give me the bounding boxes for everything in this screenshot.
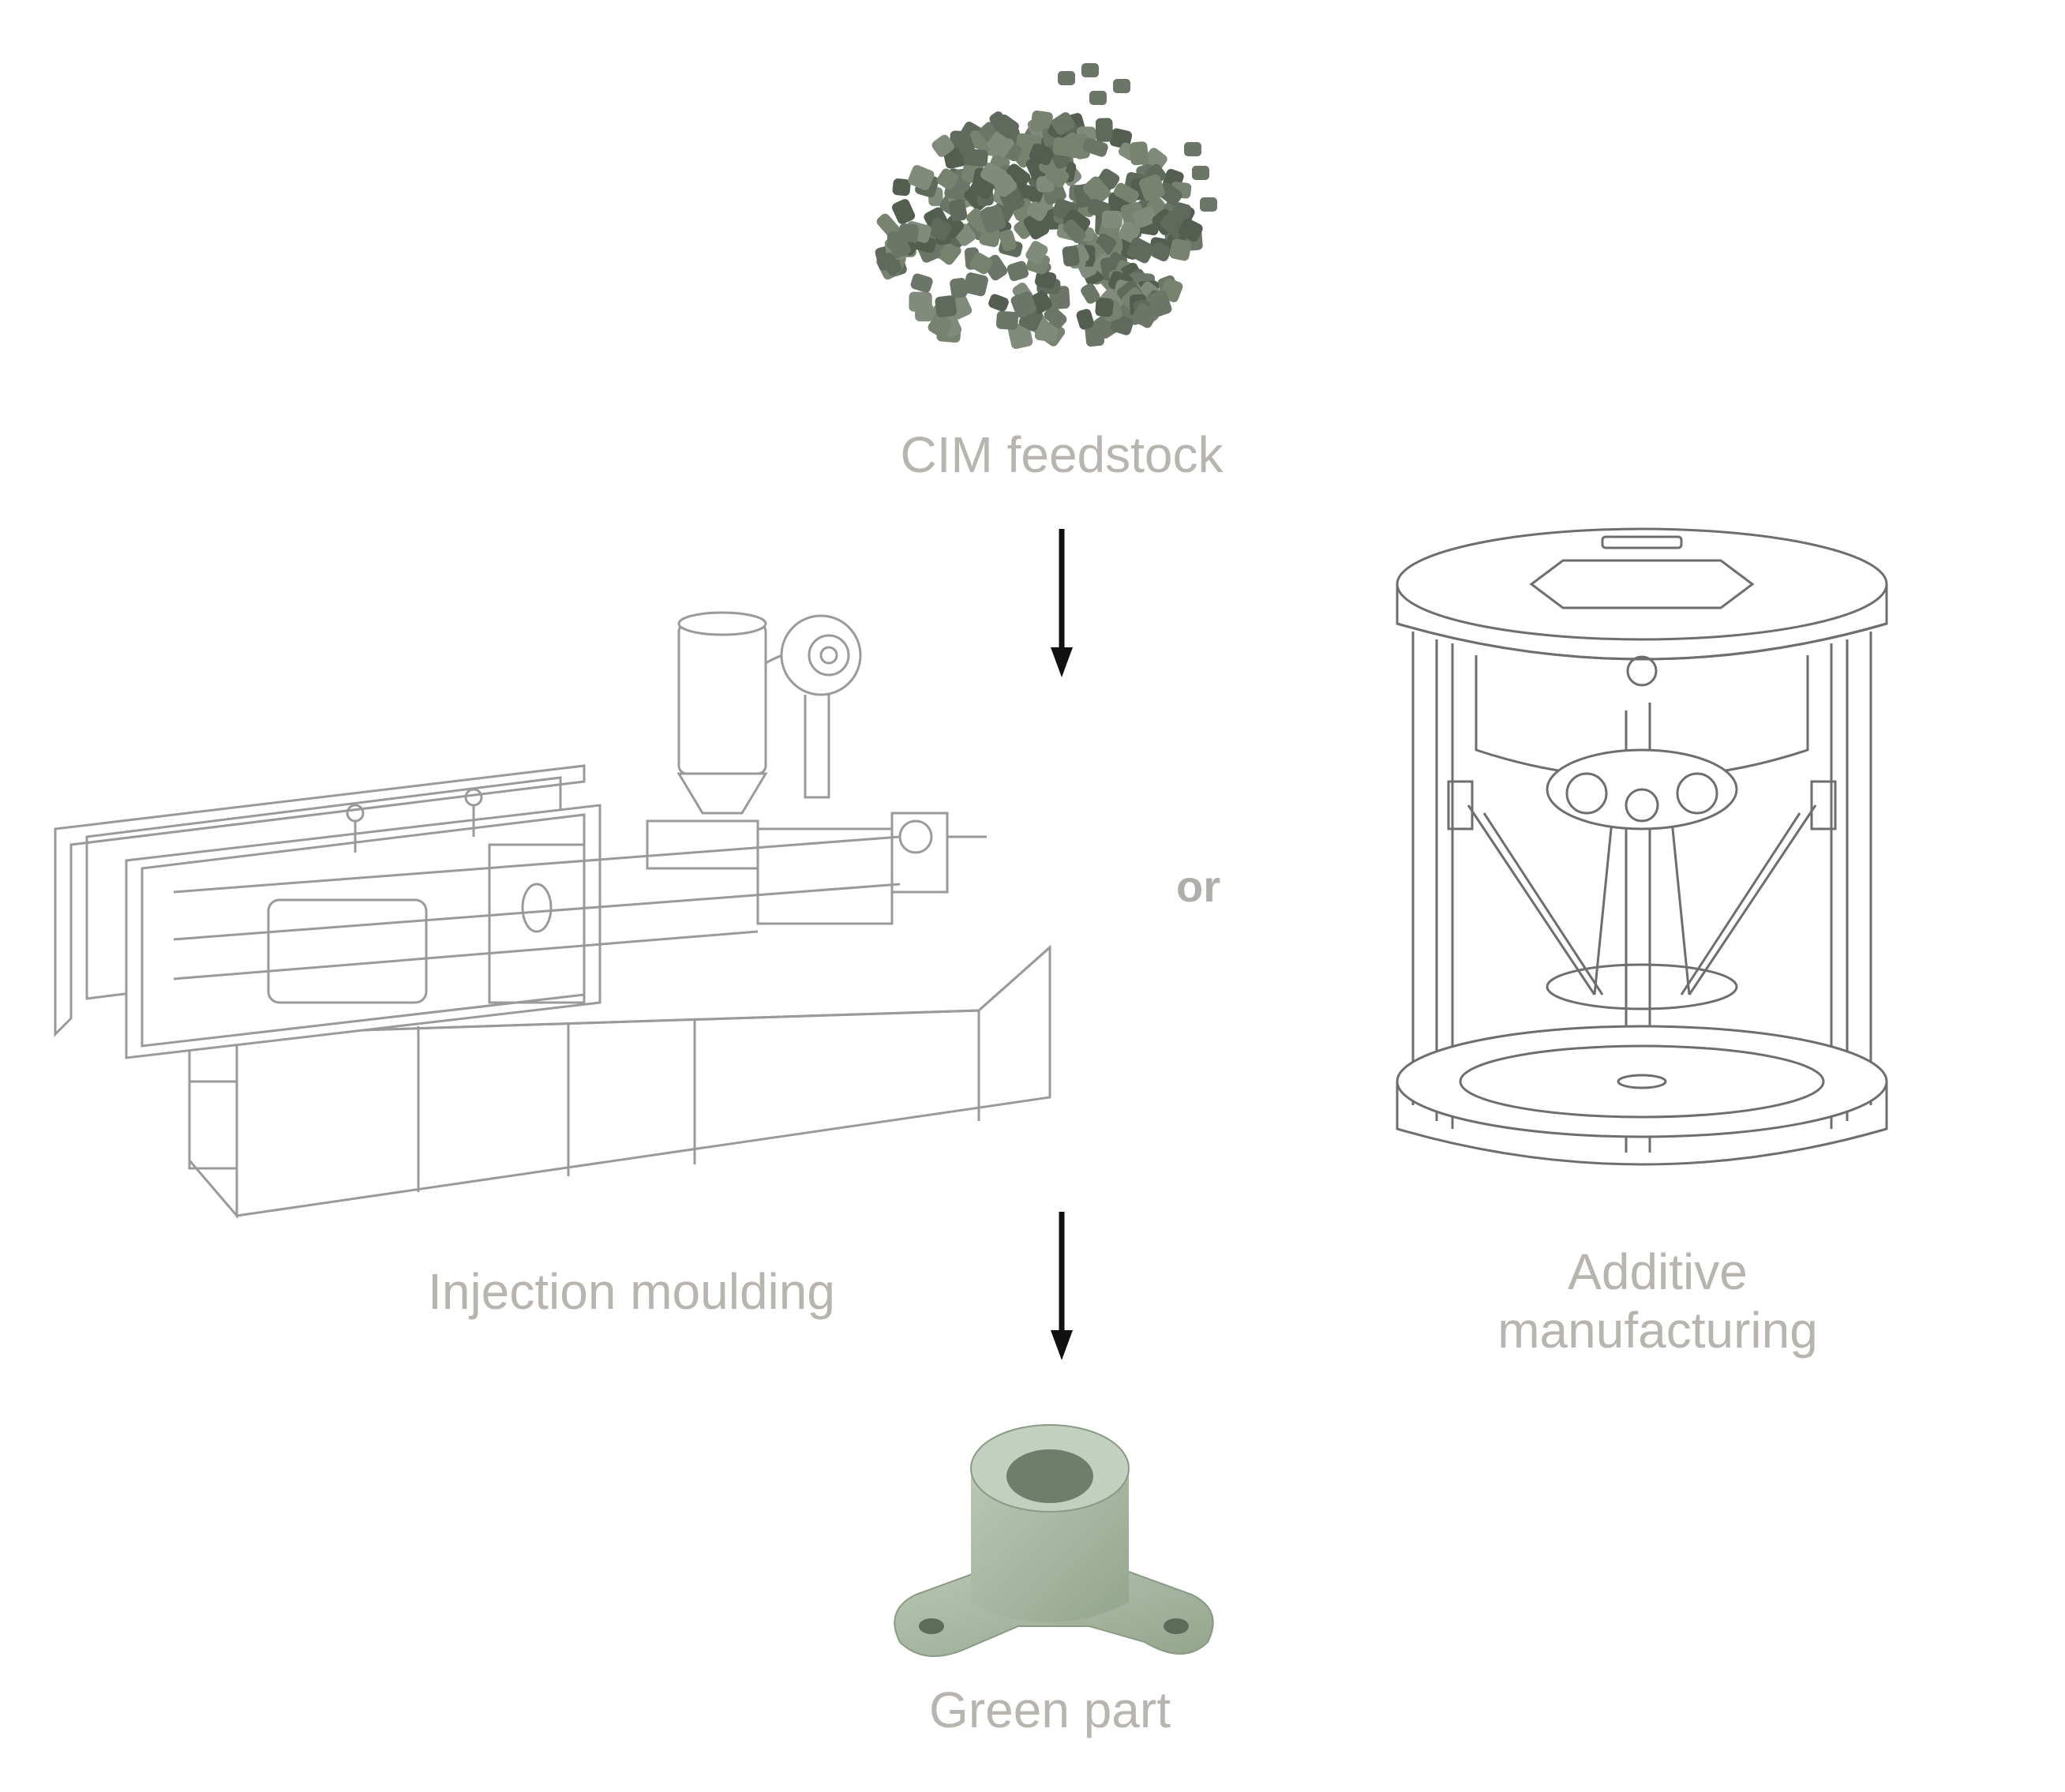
pellet xyxy=(1119,221,1141,243)
feedstock-pellets-image xyxy=(853,47,1224,395)
pellet xyxy=(1051,112,1075,135)
pellet xyxy=(970,178,994,200)
pellet xyxy=(1129,141,1149,166)
pellet xyxy=(1034,270,1057,289)
pellet xyxy=(892,178,911,197)
pellet xyxy=(979,227,1001,248)
pellet xyxy=(995,310,1019,330)
pellet xyxy=(1027,201,1048,222)
pellet xyxy=(1095,298,1114,317)
pellet xyxy=(980,204,1006,233)
additive-label-line-2: manufacturing xyxy=(1497,1301,1818,1359)
additive-label-line-1: Additive xyxy=(1568,1243,1748,1300)
pellet xyxy=(1200,197,1217,212)
pellet xyxy=(879,253,902,276)
pellet xyxy=(950,277,968,298)
pellet xyxy=(954,130,975,156)
pellet xyxy=(1081,283,1100,304)
pellet xyxy=(935,295,957,318)
pellet xyxy=(963,272,988,297)
pellet xyxy=(1052,137,1078,158)
pellet xyxy=(1111,314,1134,336)
pellet xyxy=(1044,306,1067,328)
pellet xyxy=(1113,182,1139,204)
flow-arrow-down-2 xyxy=(1046,1212,1077,1362)
pellet xyxy=(1085,324,1105,347)
pellet xyxy=(1010,291,1037,318)
pellet xyxy=(1150,242,1171,262)
pellet xyxy=(1006,261,1029,282)
pellet xyxy=(1062,246,1080,267)
pellet xyxy=(994,174,1018,197)
pellet xyxy=(1095,118,1113,142)
pellet xyxy=(1029,143,1054,166)
pellet xyxy=(888,235,911,259)
pellet xyxy=(1133,206,1156,228)
pellet xyxy=(1139,174,1165,201)
pellet xyxy=(1030,111,1053,133)
pellet xyxy=(908,165,935,190)
pellet xyxy=(1089,91,1107,105)
pellet xyxy=(910,273,933,293)
pellet xyxy=(928,217,952,242)
pellet xyxy=(1082,176,1111,205)
or-separator: or xyxy=(1176,861,1220,911)
pellet xyxy=(1081,63,1099,77)
pellet xyxy=(1132,303,1158,328)
pellet xyxy=(969,252,993,275)
pellet xyxy=(999,229,1017,252)
green-part-image xyxy=(884,1413,1224,1674)
pellet xyxy=(966,208,990,232)
pellet xyxy=(1113,79,1130,93)
pellet xyxy=(1101,210,1123,229)
pellet xyxy=(936,168,958,190)
pellet xyxy=(1062,219,1086,243)
delta-3d-printer-image xyxy=(1389,521,1894,1192)
pellet xyxy=(1192,166,1209,180)
flow-arrow-down-1 xyxy=(1046,529,1077,679)
pellet xyxy=(1178,218,1203,242)
pellet xyxy=(988,294,1009,312)
pellet xyxy=(948,199,968,222)
pellet xyxy=(1058,71,1075,85)
pellet xyxy=(915,302,934,322)
injection-moulding-machine-image xyxy=(47,608,1066,1239)
feedstock-label: CIM feedstock xyxy=(900,426,1224,483)
pellet xyxy=(1126,237,1155,264)
green-part-label: Green part xyxy=(929,1681,1171,1738)
injection-moulding-label: Injection moulding xyxy=(428,1263,835,1320)
additive-manufacturing-label: Additive manufacturing xyxy=(1452,1243,1863,1359)
pellet xyxy=(1082,137,1108,157)
pellet xyxy=(994,114,1019,139)
pellet xyxy=(1169,238,1192,261)
pellet xyxy=(892,199,916,224)
pellet xyxy=(931,134,954,157)
pellet xyxy=(928,313,953,338)
pellet xyxy=(1076,309,1094,330)
pellet xyxy=(1025,241,1048,264)
pellet xyxy=(1184,142,1201,156)
